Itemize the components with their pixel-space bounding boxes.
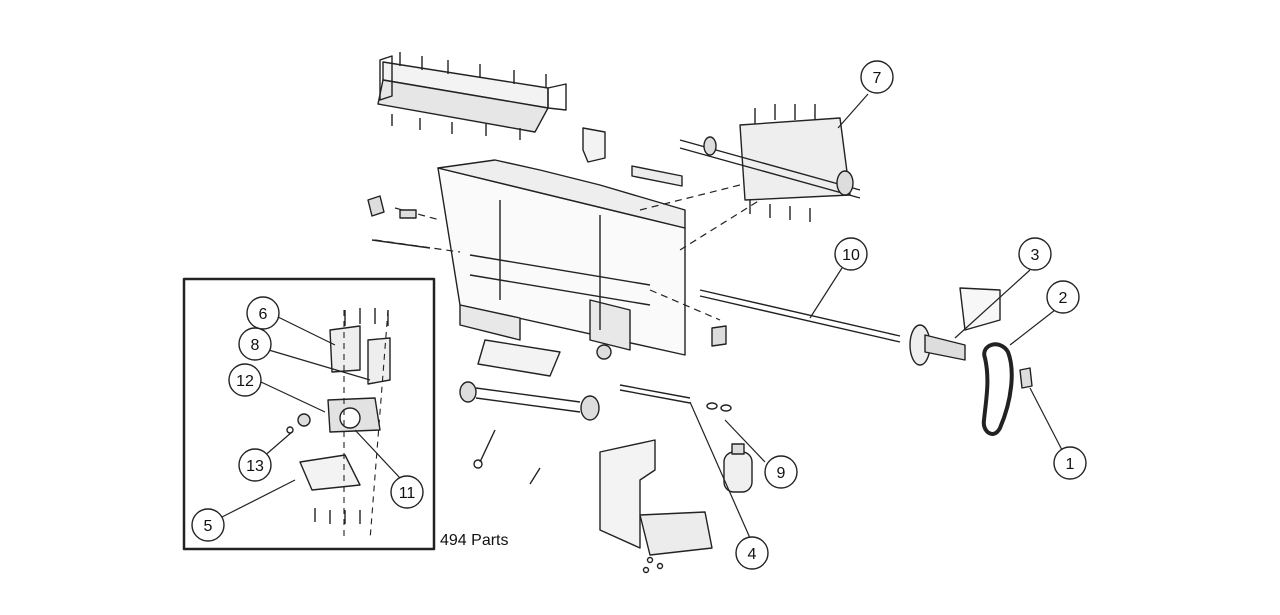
pulley-part [909, 287, 1001, 366]
oil-bottle-part [723, 443, 753, 493]
callout-12: 12 [228, 363, 262, 397]
shaft-assembly-part [679, 104, 861, 222]
callout-10: 10 [834, 237, 868, 271]
callout-5: 5 [191, 508, 225, 542]
small-plate-part [582, 127, 606, 163]
callout-2: 2 [1046, 280, 1080, 314]
shield-cover-part [599, 439, 713, 574]
callout-label-11: 11 [399, 485, 416, 502]
callout-label-13: 13 [246, 458, 264, 475]
callout-label-5: 5 [204, 518, 213, 535]
callout-label-4: 4 [748, 546, 757, 563]
callout-label-12: 12 [236, 373, 254, 390]
gearbox-part [286, 308, 391, 524]
callout-6: 6 [246, 296, 280, 330]
callout-9: 9 [764, 455, 798, 489]
callout-label-3: 3 [1031, 247, 1040, 264]
small-bracket-part [1019, 367, 1033, 389]
callout-label-9: 9 [777, 465, 786, 482]
callout-3: 3 [1018, 237, 1052, 271]
callout-8: 8 [238, 327, 272, 361]
callout-label-2: 2 [1059, 290, 1068, 307]
callout-7: 7 [860, 60, 894, 94]
main-frame-part [437, 159, 686, 377]
upper-guard-part [377, 52, 567, 140]
callout-label-1: 1 [1066, 456, 1075, 473]
inset-box [182, 277, 436, 551]
callout-11: 11 [390, 475, 424, 509]
callout-label-10: 10 [842, 247, 860, 264]
callout-13: 13 [238, 448, 272, 482]
long-shaft-part [699, 289, 901, 343]
driveshaft-part [459, 381, 600, 485]
callout-label-6: 6 [259, 306, 268, 323]
callout-label-7: 7 [873, 70, 882, 87]
drive-shaft-part [619, 384, 732, 412]
inset-caption: 494 Parts [440, 532, 509, 549]
belt-part [981, 342, 1014, 436]
callout-4: 4 [735, 536, 769, 570]
small-bar-part [631, 165, 683, 187]
callout-1: 1 [1053, 446, 1087, 480]
callout-label-8: 8 [251, 337, 260, 354]
